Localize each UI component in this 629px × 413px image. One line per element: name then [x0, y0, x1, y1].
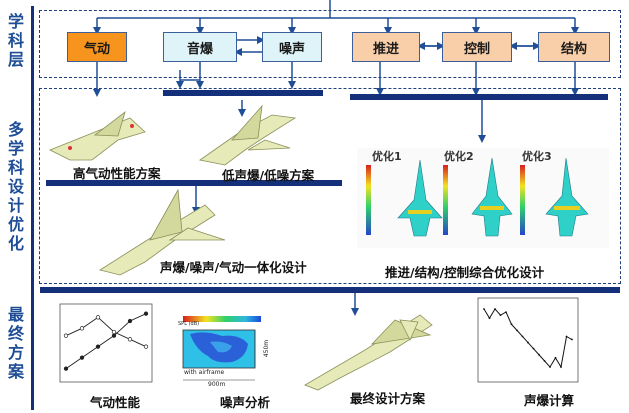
aero-point-0-0	[63, 366, 69, 371]
boom-point-10	[538, 353, 540, 356]
boom-point-3	[499, 314, 502, 317]
boom-point-4	[505, 311, 507, 313]
boom-point-11	[543, 359, 546, 362]
bar-mdo-mid	[46, 180, 342, 186]
label-final-design: 最终设计方案	[350, 391, 426, 406]
boom-point-14	[560, 366, 562, 368]
bar-boom-noise	[163, 90, 323, 96]
boom-point-7	[521, 335, 524, 338]
mdo-box	[39, 88, 621, 284]
bar-propulsion	[350, 94, 608, 100]
side-divider	[31, 6, 34, 410]
aero-point-1-4	[127, 337, 133, 342]
label-aero-perf: 气动性能	[90, 395, 141, 410]
boom-point-9	[532, 347, 535, 350]
aero-point-0-5	[143, 311, 149, 316]
bar-final	[40, 287, 620, 293]
side-label-discipline-layer: 学科层	[7, 12, 24, 69]
label-propulsion-structure-control: 推进/结构/控制综合优化设计	[385, 265, 545, 280]
aircraft-high-aero	[49, 110, 146, 161]
label-low-boom: 低声爆/低噪方案	[222, 168, 315, 183]
boom-point-5	[510, 323, 513, 326]
noise-width-label: 900m	[208, 381, 226, 388]
optim-label-2: 优化2	[444, 150, 474, 163]
boom-point-13	[554, 356, 557, 359]
noise-airframe-label: with airframe	[184, 369, 225, 376]
boom-chart-frame	[477, 297, 579, 383]
optim-label-1: 优化1	[372, 150, 402, 163]
boom-point-12	[549, 366, 551, 368]
aero-point-1-1	[79, 326, 85, 331]
discipline-box-noise[interactable]: 噪声	[262, 32, 322, 62]
boom-point-2	[494, 308, 496, 310]
label-boom-calc: 声爆计算	[524, 393, 575, 408]
side-label-final: 最终方案	[7, 305, 24, 381]
aero-point-0-3	[111, 333, 117, 338]
aero-chart-frame	[59, 303, 153, 383]
boom-point-0	[483, 308, 485, 310]
aero-chart	[63, 311, 149, 371]
boom-point-1	[488, 317, 491, 320]
discipline-box-boom[interactable]: 音爆	[163, 32, 237, 62]
aero-point-1-0	[63, 333, 69, 338]
aero-point-1-2	[95, 315, 101, 320]
aero-point-0-1	[79, 355, 85, 360]
optim-label-3: 优化3	[522, 150, 552, 163]
boom-point-15	[565, 335, 568, 338]
noise-map	[182, 316, 261, 381]
side-label-mdo: 多学科设计优化	[7, 120, 24, 253]
optimization-panels	[357, 148, 609, 248]
boom-chart	[483, 308, 573, 369]
label-high-aero: 高气动性能方案	[73, 166, 161, 181]
aircraft-final	[304, 314, 433, 391]
aero-series-line-0	[65, 313, 147, 370]
aero-point-1-5	[143, 344, 149, 349]
noise-height-label: 450m	[263, 339, 271, 358]
noise-spl-label: SPL (dB)	[178, 321, 200, 327]
boom-point-16	[571, 338, 573, 341]
discipline-layer-box	[39, 10, 621, 78]
label-integrated: 声爆/噪声/气动一体化设计	[160, 260, 307, 275]
aircraft-integrated	[98, 188, 226, 276]
label-noise-analysis: 噪声分析	[220, 395, 271, 410]
discipline-box-propulsion[interactable]: 推进	[352, 32, 420, 62]
aero-point-0-4	[127, 318, 133, 324]
discipline-box-control[interactable]: 控制	[442, 32, 512, 62]
boom-point-8	[527, 341, 529, 344]
aero-series-line-1	[65, 316, 147, 348]
discipline-box-structure[interactable]: 结构	[538, 32, 610, 62]
aero-point-1-3	[111, 329, 117, 335]
aircraft-low-boom	[199, 104, 297, 166]
boom-point-6	[516, 329, 518, 332]
aero-point-0-2	[95, 344, 101, 349]
discipline-box-aero[interactable]: 气动	[67, 32, 127, 62]
